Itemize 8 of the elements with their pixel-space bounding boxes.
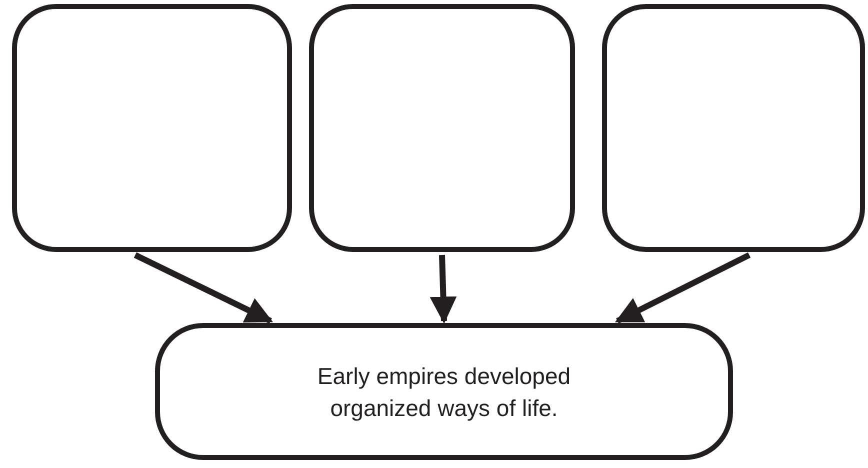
arrow <box>134 252 274 324</box>
empty-box <box>309 4 575 252</box>
statement-text: Early empires developed organized ways of life. <box>316 362 572 423</box>
empty-box <box>12 4 292 252</box>
arrow <box>430 254 457 324</box>
text-box <box>155 323 733 460</box>
empty-box <box>602 4 865 252</box>
arrow <box>614 252 751 324</box>
